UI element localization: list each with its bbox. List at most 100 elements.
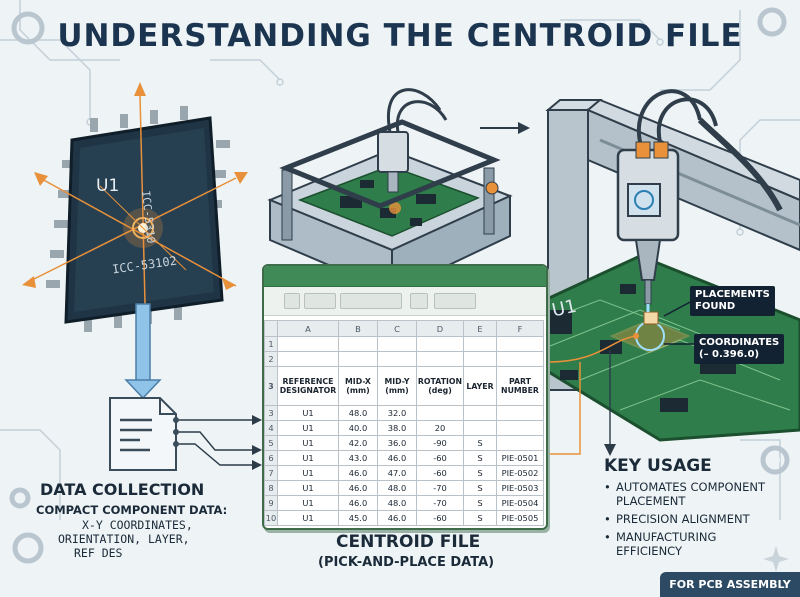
- table-cell[interactable]: PIE-0502: [496, 465, 544, 481]
- column-letter[interactable]: C: [377, 320, 417, 337]
- table-cell[interactable]: [416, 351, 464, 367]
- key-usage-item: •PRECISION ALIGNMENT: [604, 512, 784, 526]
- table-cell[interactable]: U1: [277, 480, 339, 496]
- data-collection-line: REF DES: [74, 546, 123, 560]
- centroid-file-heading: CENTROID FILE: [336, 532, 481, 552]
- table-cell[interactable]: [463, 351, 497, 367]
- table-cell[interactable]: [463, 405, 497, 421]
- table-cell[interactable]: S: [463, 435, 497, 451]
- row-number: 7: [264, 465, 278, 481]
- table-cell[interactable]: 32.0: [377, 405, 417, 421]
- key-usage-heading: KEY USAGE: [604, 456, 712, 476]
- table-cell[interactable]: 46.0: [338, 465, 378, 481]
- table-cell[interactable]: -60: [416, 465, 464, 481]
- column-header[interactable]: PART NUMBER: [496, 366, 544, 406]
- table-cell[interactable]: [377, 336, 417, 352]
- row-number: 3: [264, 366, 278, 406]
- table-cell[interactable]: U1: [277, 420, 339, 436]
- table-cell[interactable]: 46.0: [338, 480, 378, 496]
- column-header[interactable]: LAYER: [463, 366, 497, 406]
- table-cell[interactable]: 48.0: [377, 480, 417, 496]
- table-cell[interactable]: 46.0: [377, 510, 417, 526]
- key-usage-text: MANUFACTURING: [616, 530, 717, 544]
- column-header[interactable]: MID-X (mm): [338, 366, 378, 406]
- table-cell[interactable]: -70: [416, 480, 464, 496]
- table-cell[interactable]: 48.0: [338, 405, 378, 421]
- table-cell[interactable]: PIE-0504: [496, 495, 544, 511]
- data-collection-heading: DATA COLLECTION: [40, 480, 205, 499]
- table-cell[interactable]: [416, 405, 464, 421]
- table-cell[interactable]: [463, 336, 497, 352]
- table-cell[interactable]: 48.0: [377, 495, 417, 511]
- row-number: 1: [264, 336, 278, 352]
- table-cell[interactable]: -60: [416, 450, 464, 466]
- table-cell[interactable]: [377, 351, 417, 367]
- column-letter[interactable]: A: [277, 320, 339, 337]
- table-cell[interactable]: U1: [277, 435, 339, 451]
- chip-ref-label: U1: [96, 176, 120, 196]
- table-cell[interactable]: [496, 336, 544, 352]
- column-header[interactable]: MID-Y (mm): [377, 366, 417, 406]
- column-letter[interactable]: F: [496, 320, 544, 337]
- table-cell[interactable]: U1: [277, 495, 339, 511]
- callout-line: COORDINATES: [699, 337, 780, 348]
- table-cell[interactable]: 20: [416, 420, 464, 436]
- callout-line: (– 0.396.0): [699, 349, 760, 360]
- table-cell[interactable]: 43.0: [338, 450, 378, 466]
- table-cell[interactable]: -60: [416, 510, 464, 526]
- column-header[interactable]: ROTATION (deg): [416, 366, 464, 406]
- column-letter[interactable]: E: [463, 320, 497, 337]
- row-number: 4: [264, 420, 278, 436]
- centroid-file-subheading: (PICK-AND-PLACE DATA): [318, 555, 495, 570]
- table-cell[interactable]: U1: [277, 510, 339, 526]
- callout-line: FOUND: [695, 301, 736, 312]
- table-cell[interactable]: [496, 351, 544, 367]
- table-cell[interactable]: U1: [277, 405, 339, 421]
- table-cell[interactable]: [277, 336, 339, 352]
- table-cell[interactable]: [496, 435, 544, 451]
- table-cell[interactable]: -70: [416, 495, 464, 511]
- table-cell[interactable]: 46.0: [377, 450, 417, 466]
- table-cell[interactable]: PIE-0501: [496, 450, 544, 466]
- table-cell[interactable]: S: [463, 495, 497, 511]
- column-letter[interactable]: B: [338, 320, 378, 337]
- column-header[interactable]: REFERENCE DESIGNATOR: [277, 366, 339, 406]
- data-collection-line: ORIENTATION, LAYER,: [58, 532, 190, 546]
- placements-found-callout: PLACEMENTS FOUND: [690, 286, 775, 316]
- table-cell[interactable]: [496, 420, 544, 436]
- table-cell[interactable]: 40.0: [338, 420, 378, 436]
- table-cell[interactable]: 47.0: [377, 465, 417, 481]
- key-usage-text: PLACEMENT: [616, 494, 686, 508]
- table-cell[interactable]: S: [463, 510, 497, 526]
- table-cell[interactable]: S: [463, 450, 497, 466]
- table-cell[interactable]: PIE-0503: [496, 480, 544, 496]
- table-cell[interactable]: U1: [277, 450, 339, 466]
- callout-line: PLACEMENTS: [695, 289, 770, 300]
- table-cell[interactable]: [338, 336, 378, 352]
- table-cell[interactable]: [496, 405, 544, 421]
- table-cell[interactable]: -90: [416, 435, 464, 451]
- table-cell[interactable]: 42.0: [338, 435, 378, 451]
- row-number: 2: [264, 351, 278, 367]
- table-cell[interactable]: S: [463, 480, 497, 496]
- table-cell[interactable]: 38.0: [377, 420, 417, 436]
- table-cell[interactable]: 45.0: [338, 510, 378, 526]
- table-cell[interactable]: [463, 420, 497, 436]
- table-cell[interactable]: [338, 351, 378, 367]
- pick-and-place-machine-icon: [267, 88, 513, 294]
- table-cell[interactable]: [416, 336, 464, 352]
- column-letter[interactable]: D: [416, 320, 464, 337]
- table-cell[interactable]: U1: [277, 465, 339, 481]
- chip-icon: [22, 82, 248, 346]
- table-cell[interactable]: S: [463, 465, 497, 481]
- table-cell[interactable]: PIE-0505: [496, 510, 544, 526]
- table-cell[interactable]: 36.0: [377, 435, 417, 451]
- key-usage-text: EFFICIENCY: [616, 544, 683, 558]
- table-cell[interactable]: 46.0: [338, 495, 378, 511]
- table-cell[interactable]: [277, 351, 339, 367]
- gear-icon: [9, 7, 790, 564]
